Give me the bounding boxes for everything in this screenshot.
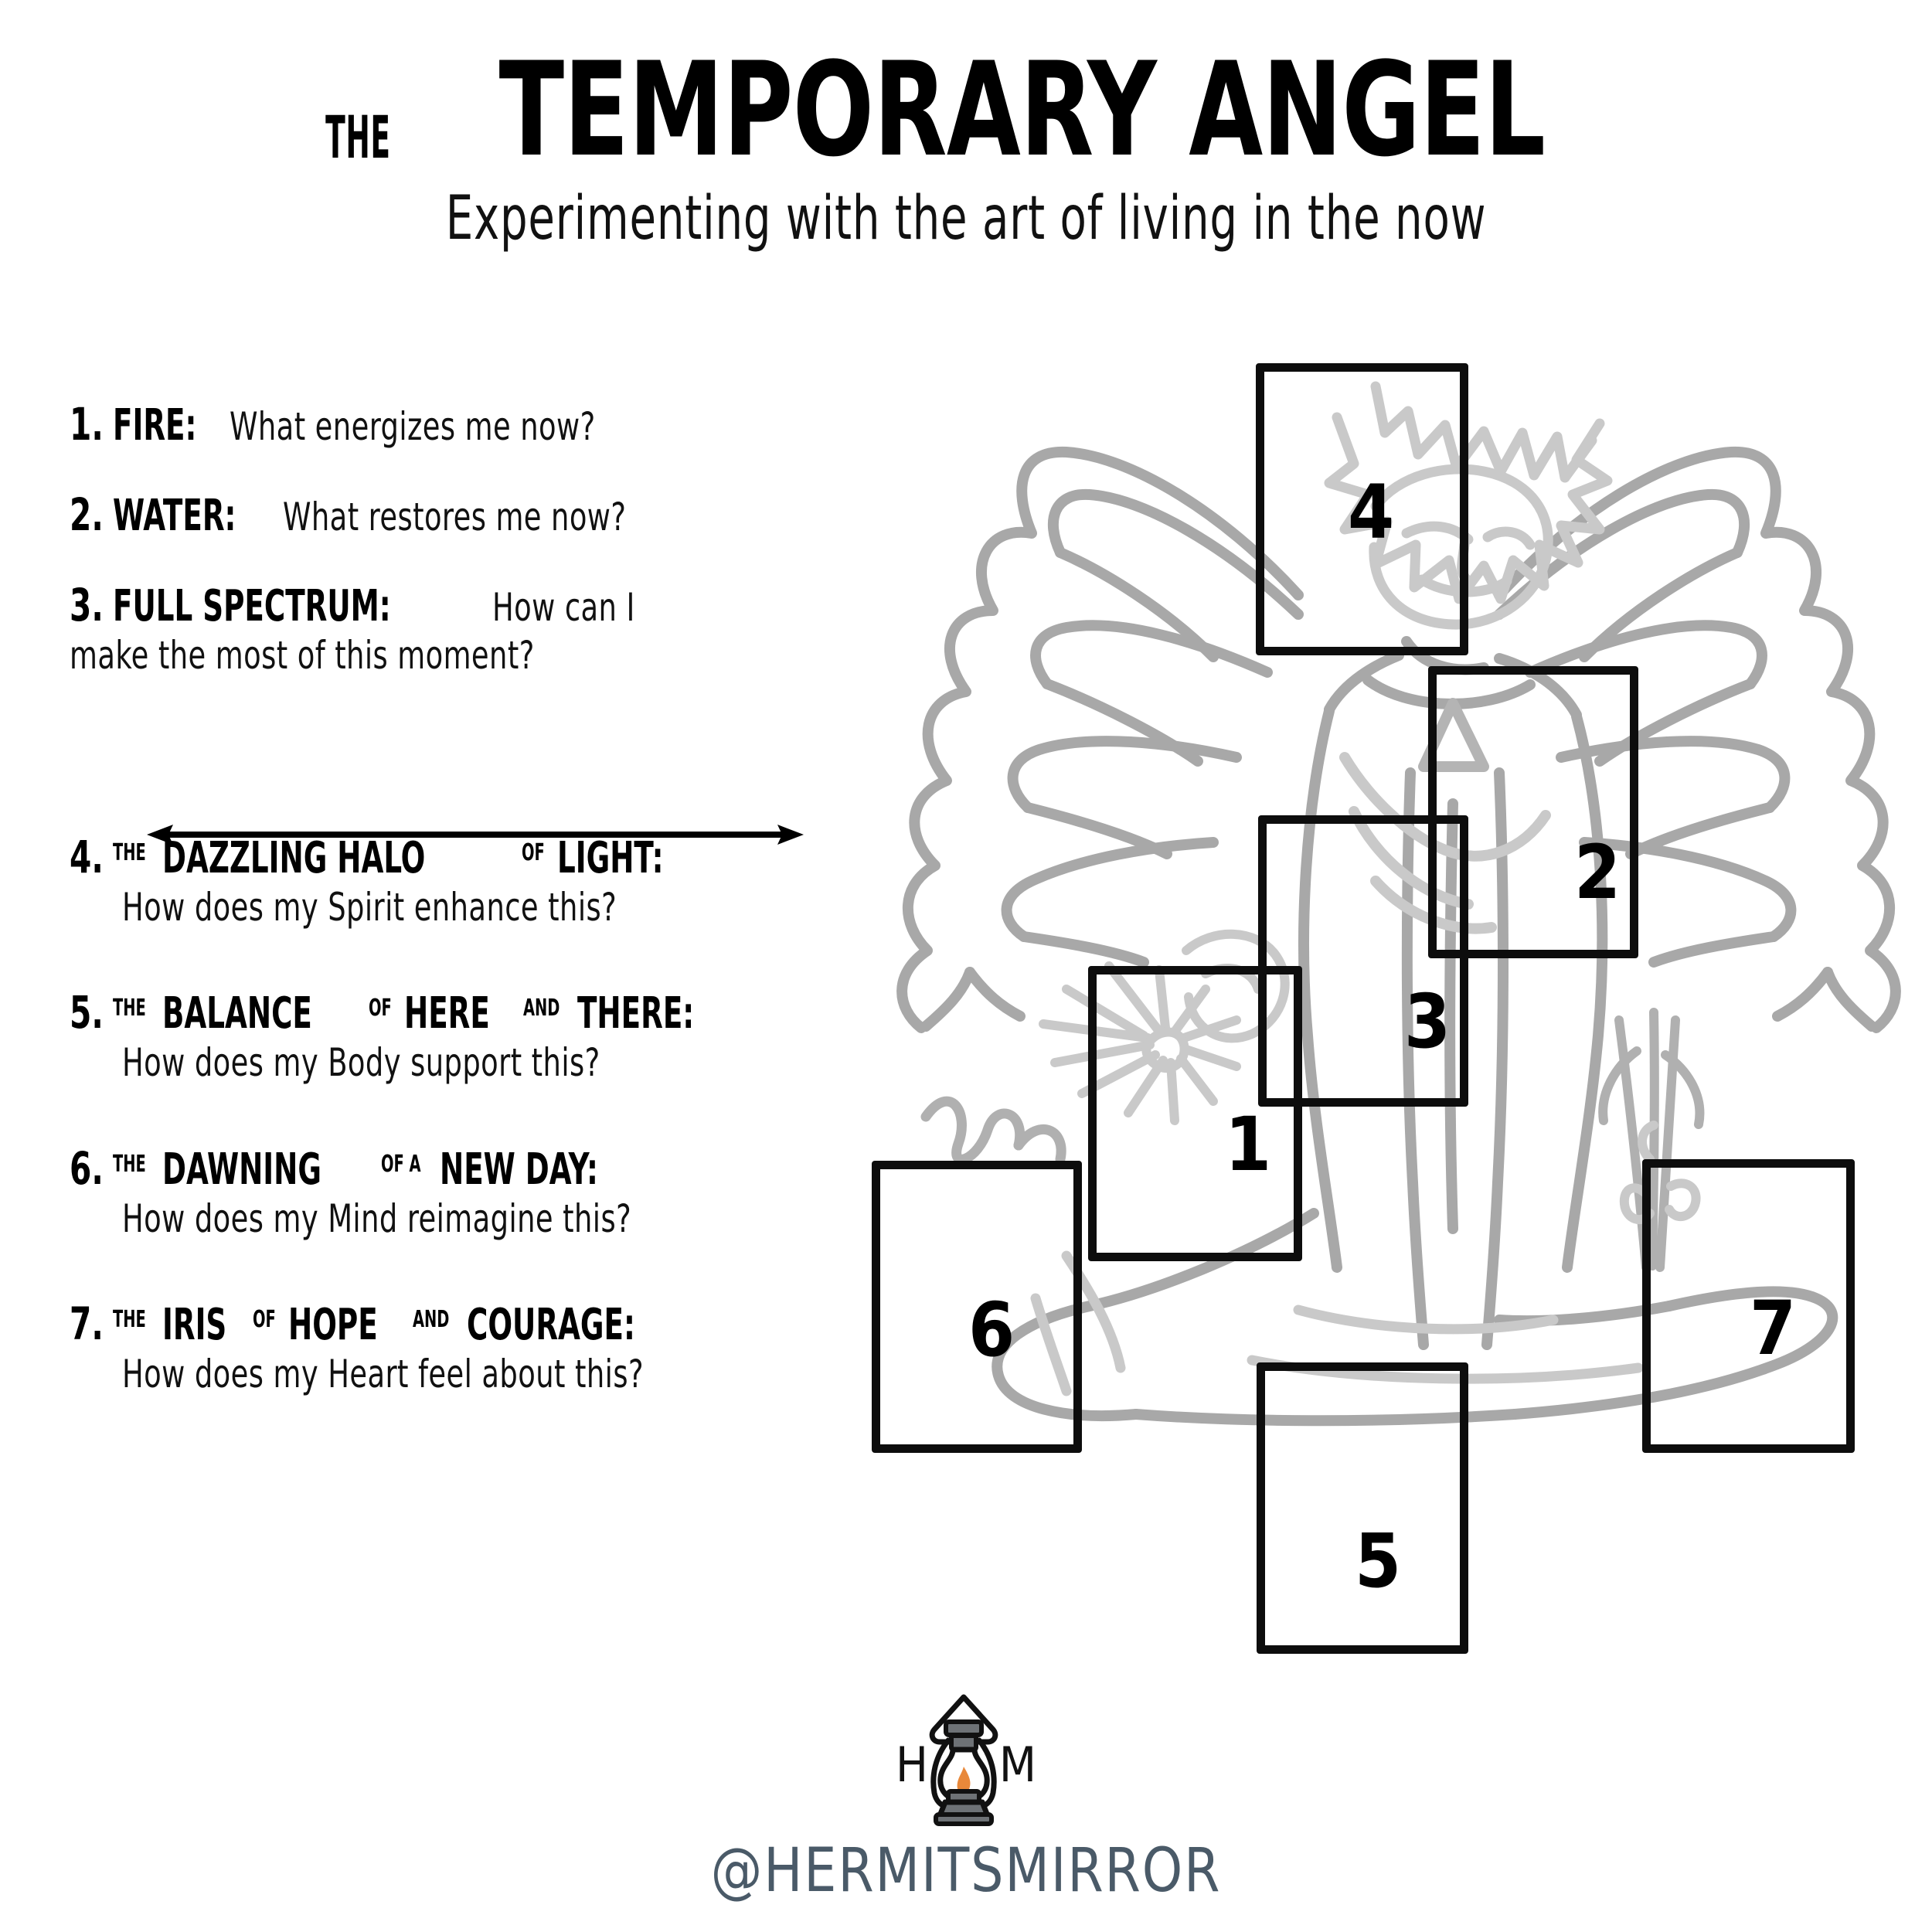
double-headed-arrow-icon [147, 825, 804, 845]
item-keyword: FIRE: [113, 400, 197, 451]
lantern-icon [929, 1694, 998, 1826]
card-label: 5 [1355, 1518, 1402, 1604]
item-article: THE [113, 1150, 147, 1178]
item-number: 3. [70, 579, 104, 631]
list-item: 4. THE DAZZLING HALO OF LIGHT: How does … [70, 835, 842, 932]
card-spread: 4 2 3 1 6 7 5 [835, 340, 1932, 1700]
item-number: 1. [70, 398, 104, 451]
brand-logo: H M [0, 1685, 1932, 1832]
item-question: How can I [492, 585, 635, 630]
card-slot-1[interactable]: 1 [1088, 966, 1302, 1261]
card-label: 7 [1750, 1285, 1797, 1372]
item-keyword-3: COURAGE: [467, 1300, 636, 1350]
title-main: TEMPORARY ANGEL [498, 34, 1546, 185]
card-label: 3 [1404, 978, 1451, 1065]
item-number: 2. [70, 488, 104, 541]
card-label: 4 [1348, 469, 1395, 556]
item-article: THE [113, 838, 147, 866]
card-slot-4[interactable]: 4 [1256, 363, 1468, 655]
list-item: 2. WATER: What restores me now? [70, 492, 842, 538]
item-joiner-2: AND [522, 995, 560, 1022]
list-item: 5. THE BALANCE OF HERE AND THERE: How do… [70, 990, 842, 1087]
card-slot-3[interactable]: 3 [1258, 815, 1468, 1107]
prompt-list: 1. FIRE: What energizes me now? 2. WATER… [70, 402, 842, 1399]
item-number: 7. [70, 1298, 104, 1350]
item-question: How does my Spirit enhance this? [122, 884, 617, 930]
list-item: 1. FIRE: What energizes me now? [70, 402, 842, 447]
card-slot-5[interactable]: 5 [1257, 1362, 1468, 1654]
card-label: 1 [1225, 1101, 1272, 1188]
title-prefix: THE [325, 103, 391, 172]
list-item: 3. FULL SPECTRUM: How can I make the mos… [70, 583, 842, 680]
card-slot-6[interactable]: 6 [872, 1161, 1082, 1453]
header: THE TEMPORARY ANGEL Experimenting with t… [0, 0, 1932, 294]
angel-illustration [896, 381, 1901, 1427]
item-question: How does my Mind reimagine this? [122, 1196, 632, 1241]
item-keyword-2: NEW DAY: [440, 1144, 599, 1195]
item-joiner-1: OF A [381, 1150, 421, 1178]
item-keyword: FULL SPECTRUM: [113, 581, 392, 631]
item-keyword-1: DAZZLING HALO [162, 832, 426, 883]
item-number: 5. [70, 986, 104, 1039]
item-keyword-1: IRIS [162, 1300, 227, 1350]
item-question: What restores me now? [283, 495, 627, 539]
item-article: THE [113, 995, 147, 1022]
item-question: How does my Heart feel about this? [122, 1352, 644, 1396]
card-slot-7[interactable]: 7 [1642, 1159, 1855, 1453]
divider-spacer [70, 680, 842, 811]
list-item: 7. THE IRIS OF HOPE AND COURAGE: How doe… [70, 1301, 842, 1399]
footer: H M @HERM [0, 1685, 1932, 1906]
item-joiner-1: OF [253, 1306, 277, 1333]
item-joiner-1: OF [521, 838, 545, 866]
item-keyword-1: BALANCE [162, 988, 313, 1039]
section-divider [147, 815, 804, 854]
logo-letter-m: M [998, 1736, 1037, 1793]
item-number: 4. [70, 830, 104, 883]
item-keyword: WATER: [113, 491, 236, 541]
item-keyword-2: HERE [403, 988, 490, 1039]
item-joiner-1: OF [368, 995, 392, 1022]
item-keyword-2: HOPE [288, 1300, 378, 1350]
item-keyword-1: DAWNING [162, 1144, 322, 1195]
item-keyword-2: LIGHT: [556, 832, 664, 883]
card-slot-2[interactable]: 2 [1428, 666, 1638, 958]
logo-letter-h: H [895, 1736, 928, 1793]
item-joiner-2: AND [412, 1306, 450, 1333]
subtitle: Experimenting with the art of living in … [445, 184, 1487, 253]
item-article: THE [113, 1306, 147, 1333]
page-title: THE TEMPORARY ANGEL [0, 0, 1932, 175]
item-question-line2: make the most of this moment? [70, 633, 535, 678]
item-question: How does my Body support this? [122, 1040, 600, 1085]
item-question: What energizes me now? [230, 404, 597, 449]
card-label: 2 [1574, 829, 1621, 916]
item-number: 6. [70, 1141, 104, 1195]
item-keyword-3: THERE: [577, 988, 695, 1039]
social-handle[interactable]: @HERMITSMIRROR [710, 1836, 1222, 1906]
card-label: 6 [968, 1287, 1015, 1373]
list-item: 6. THE DAWNING OF A NEW DAY: How does my… [70, 1146, 842, 1243]
